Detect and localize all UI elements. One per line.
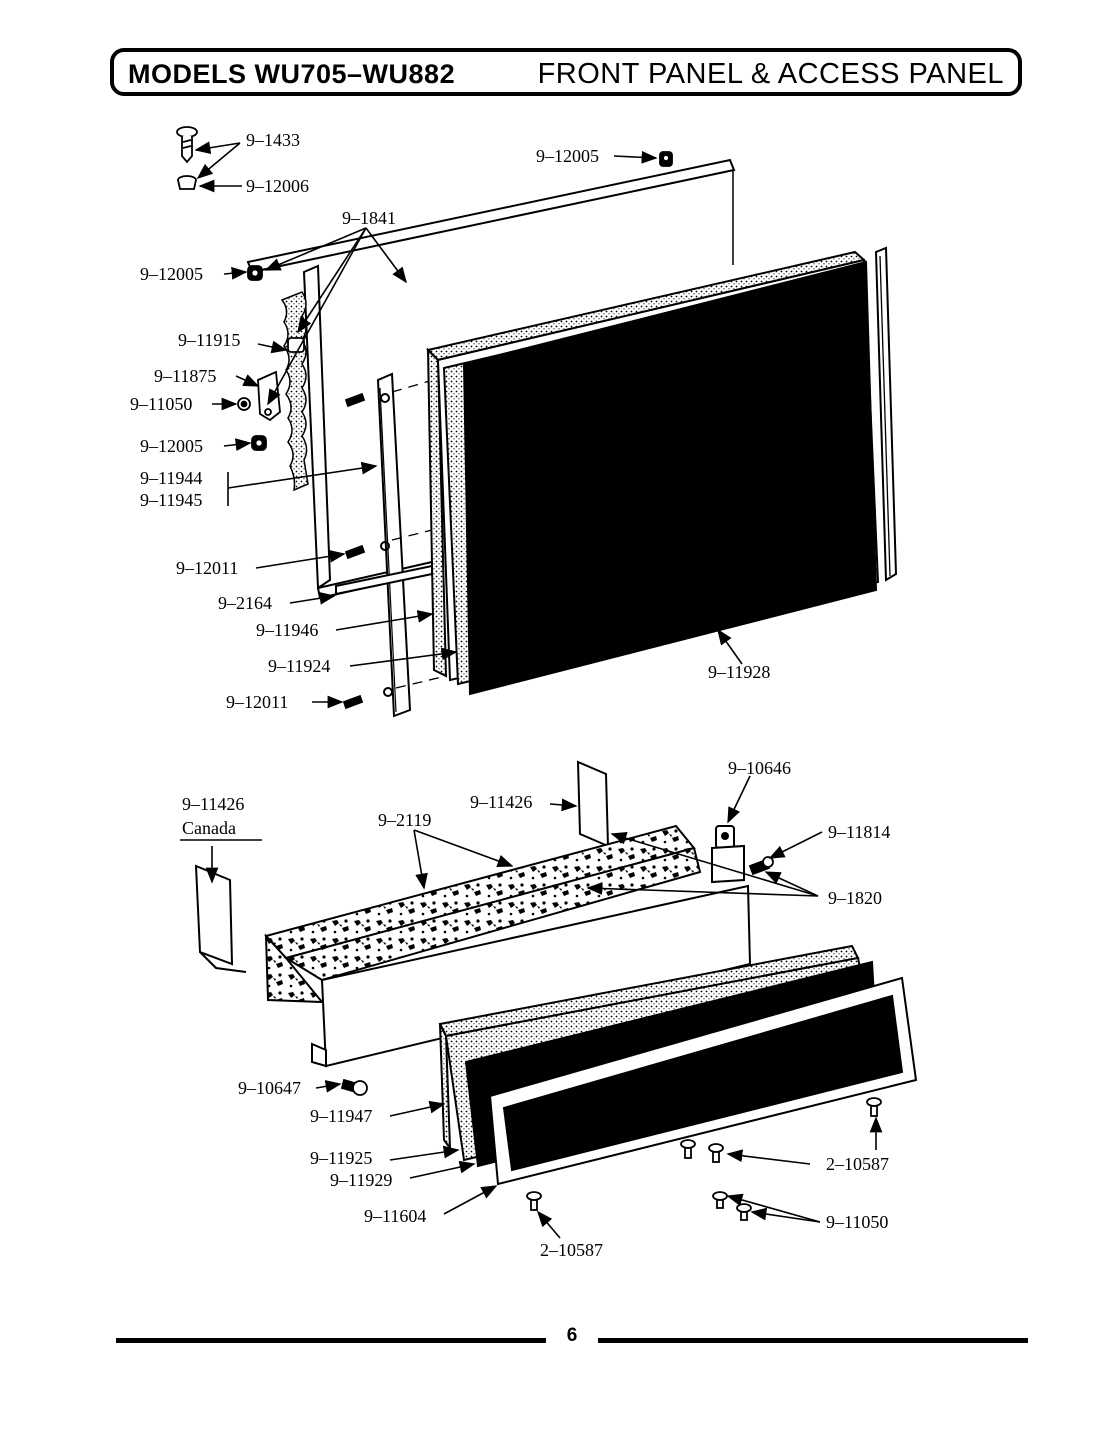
screw-9-12011-a xyxy=(344,544,366,560)
callout-9-11915: 9–11915 xyxy=(178,330,240,350)
callout-9-11946: 9–11946 xyxy=(256,620,318,640)
screw-9-1433 xyxy=(176,126,198,164)
callout-9-2119: 9–2119 xyxy=(378,810,431,830)
canada-bracket xyxy=(194,864,234,966)
callout-9-2164: 9–2164 xyxy=(218,593,272,613)
nut-9-11050-a xyxy=(712,1191,728,1209)
access-channel-lip xyxy=(311,1042,327,1068)
callout-9-11875: 9–11875 xyxy=(154,366,216,386)
hinge-9-11915 xyxy=(287,337,305,353)
lower-leaders xyxy=(205,775,883,1239)
callout-9-10646: 9–10646 xyxy=(728,758,791,778)
callout-9-11604: 9–11604 xyxy=(364,1206,426,1226)
callout-9-10647: 9–10647 xyxy=(238,1078,301,1098)
footer-rule-left xyxy=(116,1338,546,1343)
bar-hole-mid xyxy=(380,541,390,551)
front-panel-assembly xyxy=(246,158,898,718)
screw-2-10587-a xyxy=(866,1097,882,1117)
callout-9-11928: 9–11928 xyxy=(708,662,770,682)
vertical-plate xyxy=(576,760,610,848)
lower-hardware xyxy=(340,856,882,1221)
clip-9-12005-top xyxy=(659,151,673,167)
bar-hole-bottom xyxy=(383,687,393,697)
screw-2-10587-d xyxy=(526,1191,542,1211)
cap-9-12006 xyxy=(177,175,197,190)
screw-9-12011-upper xyxy=(344,392,366,408)
upper-leaders xyxy=(194,141,743,709)
callout-9-11050-top: 9–11050 xyxy=(130,394,192,414)
callout-9-12005-low: 9–12005 xyxy=(140,436,203,456)
callout-2-10587-bottom: 2–10587 xyxy=(540,1240,603,1260)
title-banner: MODELS WU705–WU882 FRONT PANEL & ACCESS … xyxy=(110,48,1022,96)
insulation-block-body xyxy=(283,846,702,982)
callout-9-12005-top: 9–12005 xyxy=(536,146,599,166)
callout-9-1820: 9–1820 xyxy=(828,888,882,908)
callout-9-11929: 9–11929 xyxy=(330,1170,392,1190)
section-title: FRONT PANEL & ACCESS PANEL xyxy=(537,58,1004,90)
callout-9-11814: 9–11814 xyxy=(828,822,890,842)
top-trim-strip xyxy=(246,158,736,274)
callout-9-11426: 9–11426 xyxy=(470,792,532,812)
access-channel-front xyxy=(320,884,752,1068)
screw-2-10587-c xyxy=(708,1143,724,1163)
access-frame-opening xyxy=(502,994,904,1172)
nut-9-11050-top xyxy=(237,397,251,411)
bar-hole-top xyxy=(380,393,390,403)
callout-9-12005-mid: 9–12005 xyxy=(140,264,203,284)
page-number: 6 xyxy=(566,1325,578,1346)
screw-2-10587-b xyxy=(680,1139,696,1159)
bolt-9-11814 xyxy=(748,856,774,876)
clip-9-12005-low xyxy=(251,435,267,451)
footer-rule-right xyxy=(598,1338,1028,1343)
callout-9-11925: 9–11925 xyxy=(310,1148,372,1168)
vertical-frame-bar xyxy=(376,372,412,718)
callout-9-12011-b: 9–12011 xyxy=(226,692,288,712)
callout-9-11945: 9–11945 xyxy=(140,490,202,510)
models-label: MODELS WU705–WU882 xyxy=(128,59,456,89)
insulation-block-front xyxy=(264,933,325,1004)
callout-9-11947: 9–11947 xyxy=(310,1106,372,1126)
clip-9-12005-mid xyxy=(247,265,263,281)
callout-9-11426-canada: 9–11426 xyxy=(182,794,244,814)
right-edge-trim xyxy=(874,246,898,582)
callout-9-1433: 9–1433 xyxy=(246,130,300,150)
nut-9-11050-b xyxy=(736,1203,752,1221)
callout-9-12011-a: 9–12011 xyxy=(176,558,238,578)
callout-2-10587-right: 2–10587 xyxy=(826,1154,889,1174)
screw-9-12011-b xyxy=(342,694,364,710)
panel-gasket-left xyxy=(426,347,448,678)
black-front-panel xyxy=(462,260,878,696)
callout-labels: 9–1433 9–12006 9–12005 9–1841 9–12005 9–… xyxy=(130,130,890,1260)
screw-9-10647 xyxy=(340,1078,368,1096)
callout-9-12006: 9–12006 xyxy=(246,176,309,196)
callout-9-11050-bottom: 9–11050 xyxy=(826,1212,888,1232)
callout-9-1841: 9–1841 xyxy=(342,208,396,228)
callout-9-11924: 9–11924 xyxy=(268,656,330,676)
access-panel-assembly xyxy=(194,760,918,1186)
canada-label: Canada xyxy=(182,818,236,838)
left-side-frame xyxy=(302,264,332,590)
hinge-bracket-9-11875 xyxy=(257,370,281,422)
callout-9-11944: 9–11944 xyxy=(140,468,202,488)
